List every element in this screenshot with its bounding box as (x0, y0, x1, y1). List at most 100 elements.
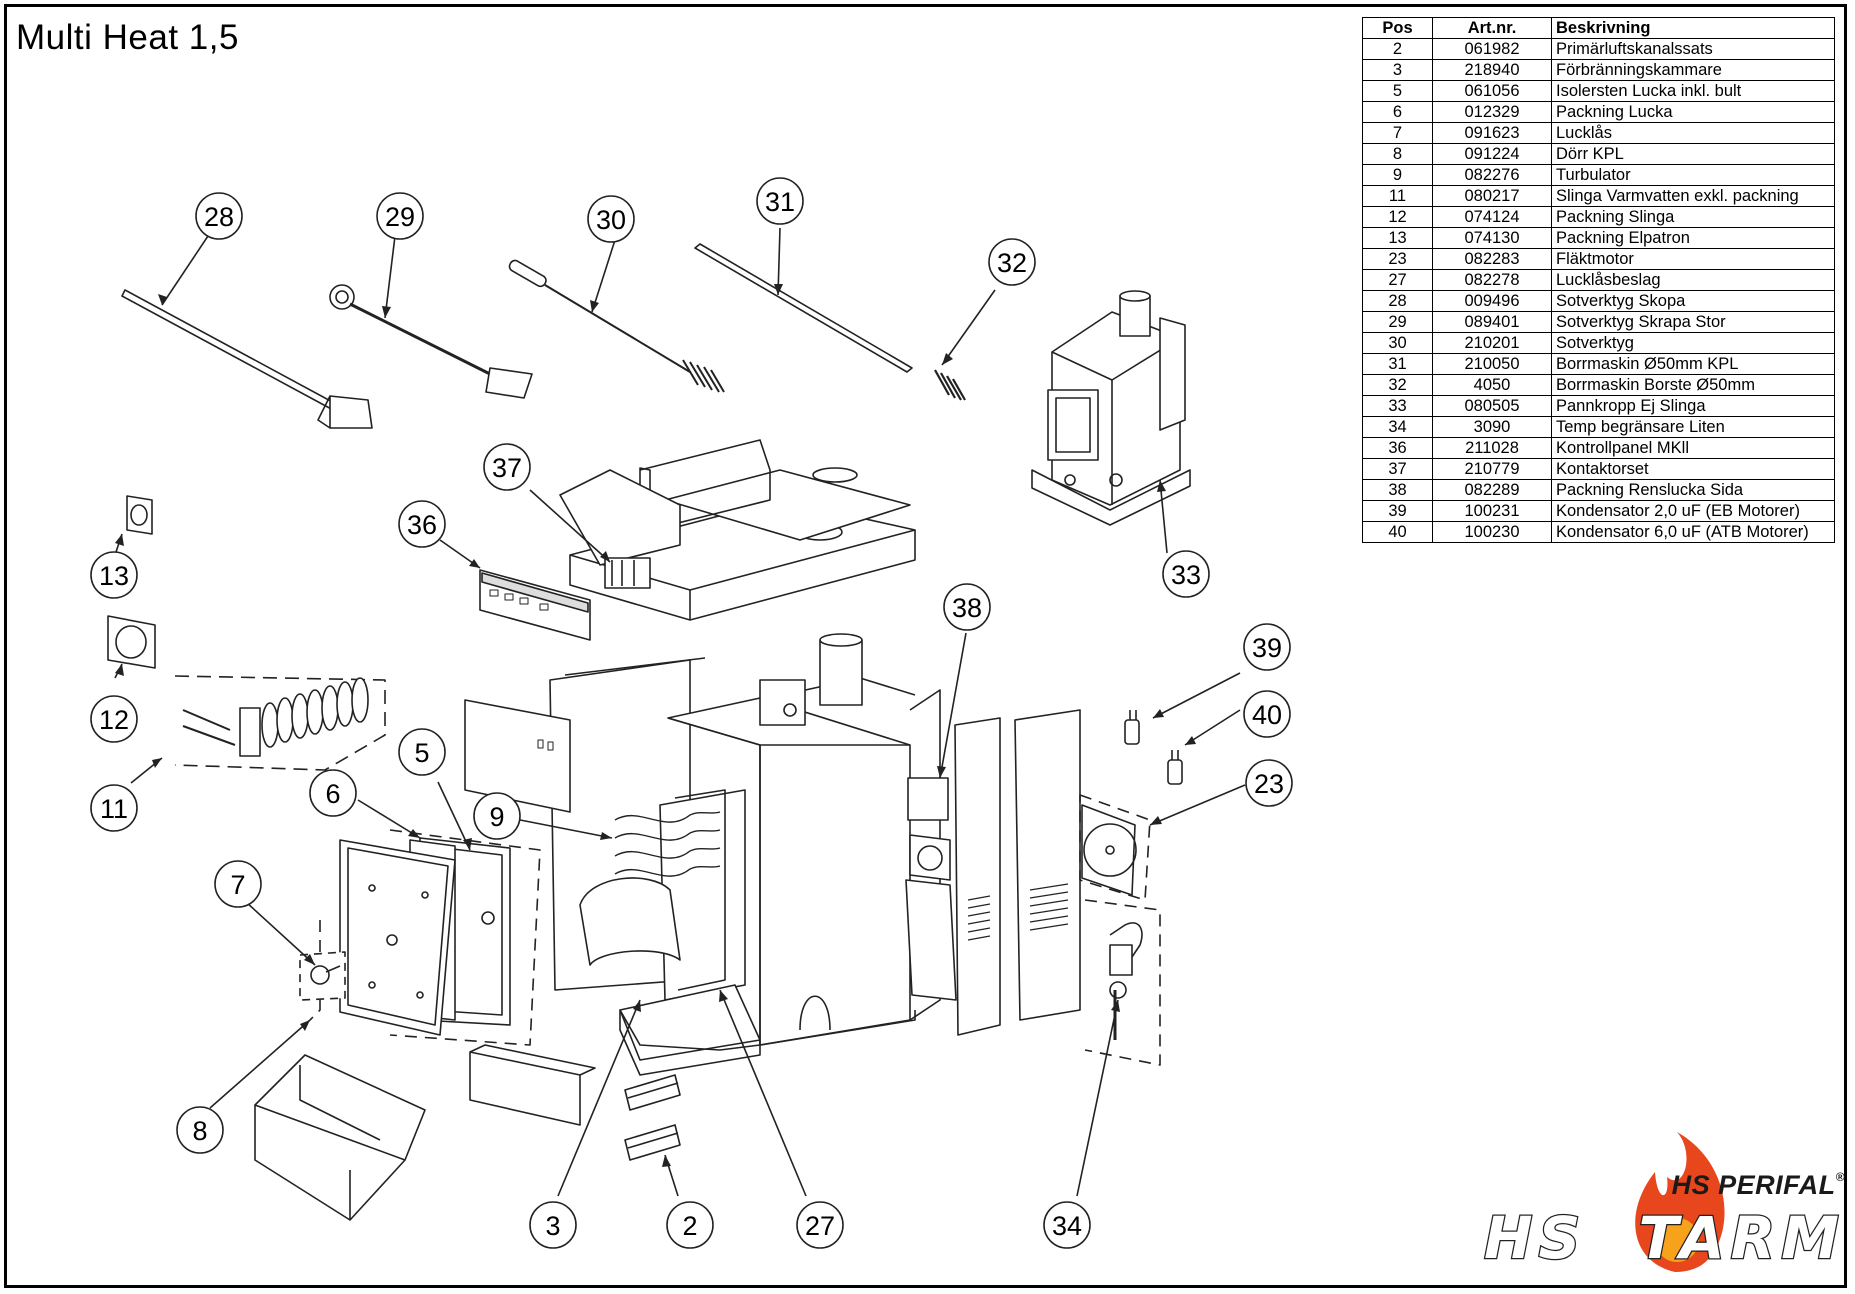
cell-description: Borrmaskin Borste Ø50mm (1551, 374, 1835, 396)
flame-icon (1635, 1132, 1725, 1272)
cell-description: Turbulator (1551, 164, 1835, 186)
cell-pos: 12 (1362, 206, 1433, 228)
column-header-art-nr: Art.nr. (1432, 17, 1552, 39)
cell-pos: 8 (1362, 143, 1433, 165)
leader-arrowheads (115, 284, 1196, 1167)
cell-description: Pannkropp Ej Slinga (1551, 395, 1835, 417)
part-ash-pan (254, 1054, 426, 1221)
leader-lines (114, 227, 1246, 1197)
cell-description: Packning Lucka (1551, 101, 1835, 123)
cell-description: Kondensator 6,0 uF (ATB Motorer) (1551, 521, 1835, 543)
cell-art-nr: 100231 (1432, 500, 1552, 522)
cell-pos: 32 (1362, 374, 1433, 396)
callout-31: 31 (756, 177, 804, 225)
callout-40: 40 (1243, 690, 1291, 738)
callout-label: 7 (230, 870, 245, 900)
callout-label: 12 (99, 705, 129, 735)
cell-art-nr: 089401 (1432, 311, 1552, 333)
drawing-frame (4, 4, 1847, 1288)
cell-art-nr: 074130 (1432, 227, 1552, 249)
cell-art-nr: 082283 (1432, 248, 1552, 270)
cell-pos: 30 (1362, 332, 1433, 354)
callout-33: 33 (1162, 550, 1210, 598)
cell-art-nr: 082276 (1432, 164, 1552, 186)
cell-art-nr: 012329 (1432, 101, 1552, 123)
cell-art-nr: 100230 (1432, 521, 1552, 543)
cell-description: Borrmaskin Ø50mm KPL (1551, 353, 1835, 375)
cell-description: Sotverktyg Skopa (1551, 290, 1835, 312)
cell-description: Kondensator 2,0 uF (EB Motorer) (1551, 500, 1835, 522)
part-29-scraper-tool (329, 284, 533, 399)
cell-art-nr: 080505 (1432, 395, 1552, 417)
callout-label: 34 (1052, 1211, 1082, 1241)
callout-3: 3 (529, 1201, 577, 1249)
callout-6: 6 (309, 769, 357, 817)
callout-32: 32 (988, 238, 1036, 286)
part-8-door (309, 839, 456, 1036)
cell-description: Dörr KPL (1551, 143, 1835, 165)
part-28-shovel-tool (121, 289, 373, 429)
part-40-capacitor (1167, 750, 1183, 785)
cell-art-nr: 3090 (1432, 416, 1552, 438)
cell-description: Kontaktorset (1551, 458, 1835, 480)
cell-art-nr: 091623 (1432, 122, 1552, 144)
callout-23: 23 (1245, 759, 1293, 807)
callout-label: 29 (385, 202, 415, 232)
cell-art-nr: 210779 (1432, 458, 1552, 480)
part-3-combustion-chamber (619, 984, 761, 1076)
callout-label: 38 (952, 593, 982, 623)
cell-description: Packning Elpatron (1551, 227, 1835, 249)
callout-27: 27 (796, 1201, 844, 1249)
callout-38: 38 (943, 583, 991, 631)
part-36-control-panel (479, 569, 591, 641)
callout-34: 34 (1043, 1201, 1091, 1249)
callout-label: 30 (596, 205, 626, 235)
cell-pos: 7 (1362, 122, 1433, 144)
callout-7: 7 (214, 860, 262, 908)
part-7-door-lock (299, 951, 346, 1001)
cell-art-nr: 218940 (1432, 59, 1552, 81)
column-header-description: Beskrivning (1551, 17, 1835, 39)
callout-29: 29 (376, 192, 424, 240)
cell-description: Isolersten Lucka inkl. bult (1551, 80, 1835, 102)
part-9-turbulators (579, 789, 746, 1001)
cell-art-nr: 210201 (1432, 332, 1552, 354)
cell-description: Lucklåsbeslag (1551, 269, 1835, 291)
cell-art-nr: 091224 (1432, 143, 1552, 165)
cell-pos: 27 (1362, 269, 1433, 291)
part-30-brush-tool (508, 259, 725, 393)
part-23-fan-motor (1079, 794, 1151, 901)
part-33-boiler-body (1031, 290, 1191, 526)
cell-art-nr: 082278 (1432, 269, 1552, 291)
callout-12: 12 (90, 695, 138, 743)
callout-label: 13 (99, 561, 129, 591)
column-header-pos: Pos (1362, 17, 1433, 39)
part-boiler-base (619, 1009, 916, 1051)
table-header-row: Pos Art.nr. Beskrivning (1362, 17, 1835, 39)
cell-art-nr: 061982 (1432, 38, 1552, 60)
part-31-drill-rod (694, 243, 966, 401)
callout-label: 9 (489, 802, 504, 832)
cell-pos: 34 (1362, 416, 1433, 438)
callout-39: 39 (1243, 623, 1291, 671)
cell-pos: 33 (1362, 395, 1433, 417)
callout-label: 36 (407, 510, 437, 540)
cell-pos: 31 (1362, 353, 1433, 375)
part-13-gasket (126, 495, 153, 535)
